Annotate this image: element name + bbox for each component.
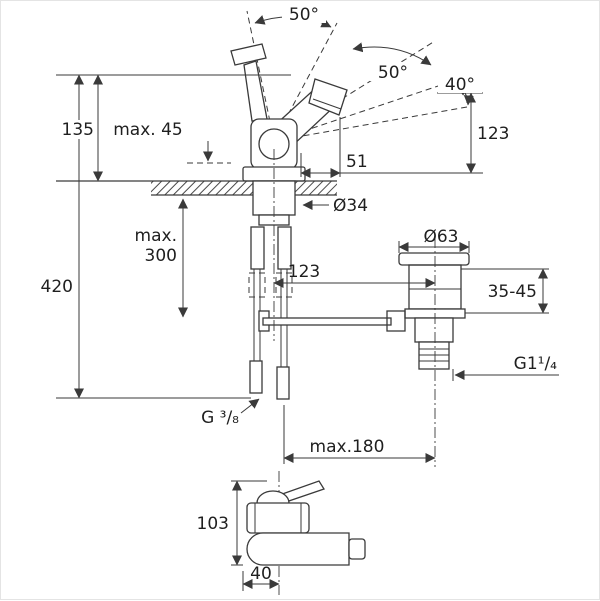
braided-hose-left	[250, 226, 265, 270]
faucet-front-view	[56, 43, 348, 226]
deck-hatch-right	[295, 181, 337, 195]
braided-hose-right	[277, 226, 292, 270]
dim-max180-label: max.180	[310, 437, 385, 457]
dim-123-right-label: 123	[477, 124, 509, 144]
dimension-lines	[56, 74, 559, 591]
dim-135-label: 135	[62, 120, 94, 140]
dim-g38-label: G ³/₈	[201, 408, 239, 428]
dim-angle-mid-label: 50°	[378, 63, 408, 83]
faucet-body	[250, 118, 298, 170]
dim-dia34-label: Ø34	[333, 196, 368, 216]
side-cylinder	[246, 532, 350, 566]
drain-knob	[386, 310, 406, 332]
drain-flange	[398, 252, 470, 266]
dim-420-label: 420	[41, 277, 73, 297]
dim-3545-label: 35-45	[488, 282, 537, 302]
hose-end-left	[249, 360, 263, 394]
dim-51-label: 51	[346, 152, 368, 172]
faucet-side-view	[246, 480, 366, 566]
dim-max300-word-label: max.	[135, 226, 177, 246]
angle-arcs	[254, 15, 474, 106]
drain-assembly	[386, 252, 470, 370]
dimension-labels: 50° 50° 40° 135 max. 45 123 51 Ø34 max. …	[41, 5, 558, 584]
supply-hoses	[248, 226, 293, 400]
side-lever-dome	[256, 490, 290, 504]
dim-max45-label: max. 45	[113, 120, 182, 140]
hose-end-right	[276, 366, 290, 400]
rod-bar	[262, 317, 392, 326]
dim-angle-right-label: 40°	[445, 75, 475, 95]
dim-123-mid-label: 123	[288, 262, 320, 282]
dim-103-label: 103	[197, 514, 229, 534]
drain-tail-upper	[414, 317, 454, 343]
popup-rod	[258, 310, 392, 332]
dim-angle-top-label: 50°	[289, 5, 319, 25]
side-outlet	[348, 538, 366, 560]
dim-40-label: 40	[250, 564, 272, 584]
side-body	[246, 502, 310, 534]
deck-hatch-left	[151, 181, 253, 195]
lever-cap	[230, 43, 267, 66]
dim-max300-value-label: 300	[145, 246, 177, 266]
dim-g114-label: G1¹/₄	[514, 354, 558, 374]
dim-dia63-label: Ø63	[423, 227, 458, 247]
spout-outlet	[308, 78, 348, 116]
hose-connector-left	[248, 272, 266, 298]
